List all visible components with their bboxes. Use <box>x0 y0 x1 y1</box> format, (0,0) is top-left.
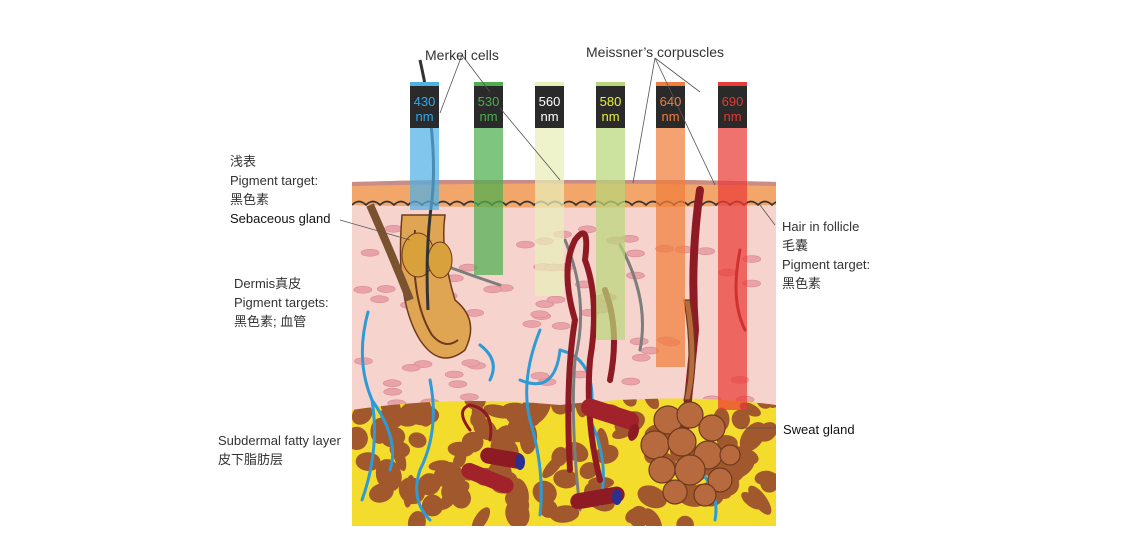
wavelength-value: 580 <box>599 94 622 109</box>
dermis-title: Dermis真皮 <box>234 276 302 291</box>
wavelength-value: 430 <box>413 94 436 109</box>
beam-430 <box>410 82 439 210</box>
wavelength-unit: nm <box>601 109 620 124</box>
wavelength-value: 530 <box>477 94 500 109</box>
beam-560 <box>535 82 564 296</box>
hair-title: Hair in follicle <box>782 219 860 234</box>
wavelength-unit: nm <box>479 109 498 124</box>
hair-follicle-label: Hair in follicle 毛囊 Pigment target: 黑色素 <box>782 217 870 293</box>
subdermal-label: Subdermal fatty layer 皮下脂肪层 <box>218 431 341 469</box>
beam-580 <box>596 82 625 340</box>
sweat-gland <box>640 299 741 507</box>
wavelength-unit: nm <box>661 109 680 124</box>
hair-pigment-label: Pigment target: <box>782 257 871 272</box>
hair-pigment-value: 黑色素 <box>782 276 822 291</box>
epidermis-title: 浅表 <box>230 154 257 169</box>
wavelength-value: 560 <box>538 94 561 109</box>
sweat-gland-label: Sweat gland <box>783 422 855 437</box>
dermis-pigment-label: Pigment targets: <box>234 295 329 310</box>
subdermal-chinese: 皮下脂肪层 <box>218 452 284 467</box>
beam-640 <box>656 82 685 367</box>
hair-follicle <box>366 203 472 359</box>
laser-beams <box>410 82 747 410</box>
wavelength-unit: nm <box>723 109 742 124</box>
vessel-cylinders <box>461 398 640 510</box>
wavelength-value: 640 <box>659 94 682 109</box>
wavelength-value: 690 <box>721 94 744 109</box>
sebaceous-gland-label: Sebaceous gland <box>230 211 331 226</box>
meissner-corpuscles-label: Meissner’s corpuscles <box>586 44 724 60</box>
dermis-pigment-value: 黑色素; 血管 <box>234 314 307 329</box>
epidermis-pigment-value: 黑色素 <box>230 192 270 207</box>
hair-chinese: 毛囊 <box>782 238 809 253</box>
merkel-cells-label: Merkel cells <box>425 47 499 63</box>
epidermis-label: 浅表 Pigment target: 黑色素 <box>230 152 318 209</box>
subdermal-title: Subdermal fatty layer <box>218 433 341 448</box>
wavelength-unit: nm <box>415 109 434 124</box>
beam-530 <box>474 82 503 275</box>
beam-690 <box>718 82 747 410</box>
dermis-label: Dermis真皮 Pigment targets: 黑色素; 血管 <box>234 274 329 331</box>
wavelength-unit: nm <box>540 109 559 124</box>
pointer-lines <box>339 54 776 429</box>
epidermis-pigment-label: Pigment target: <box>230 173 319 188</box>
